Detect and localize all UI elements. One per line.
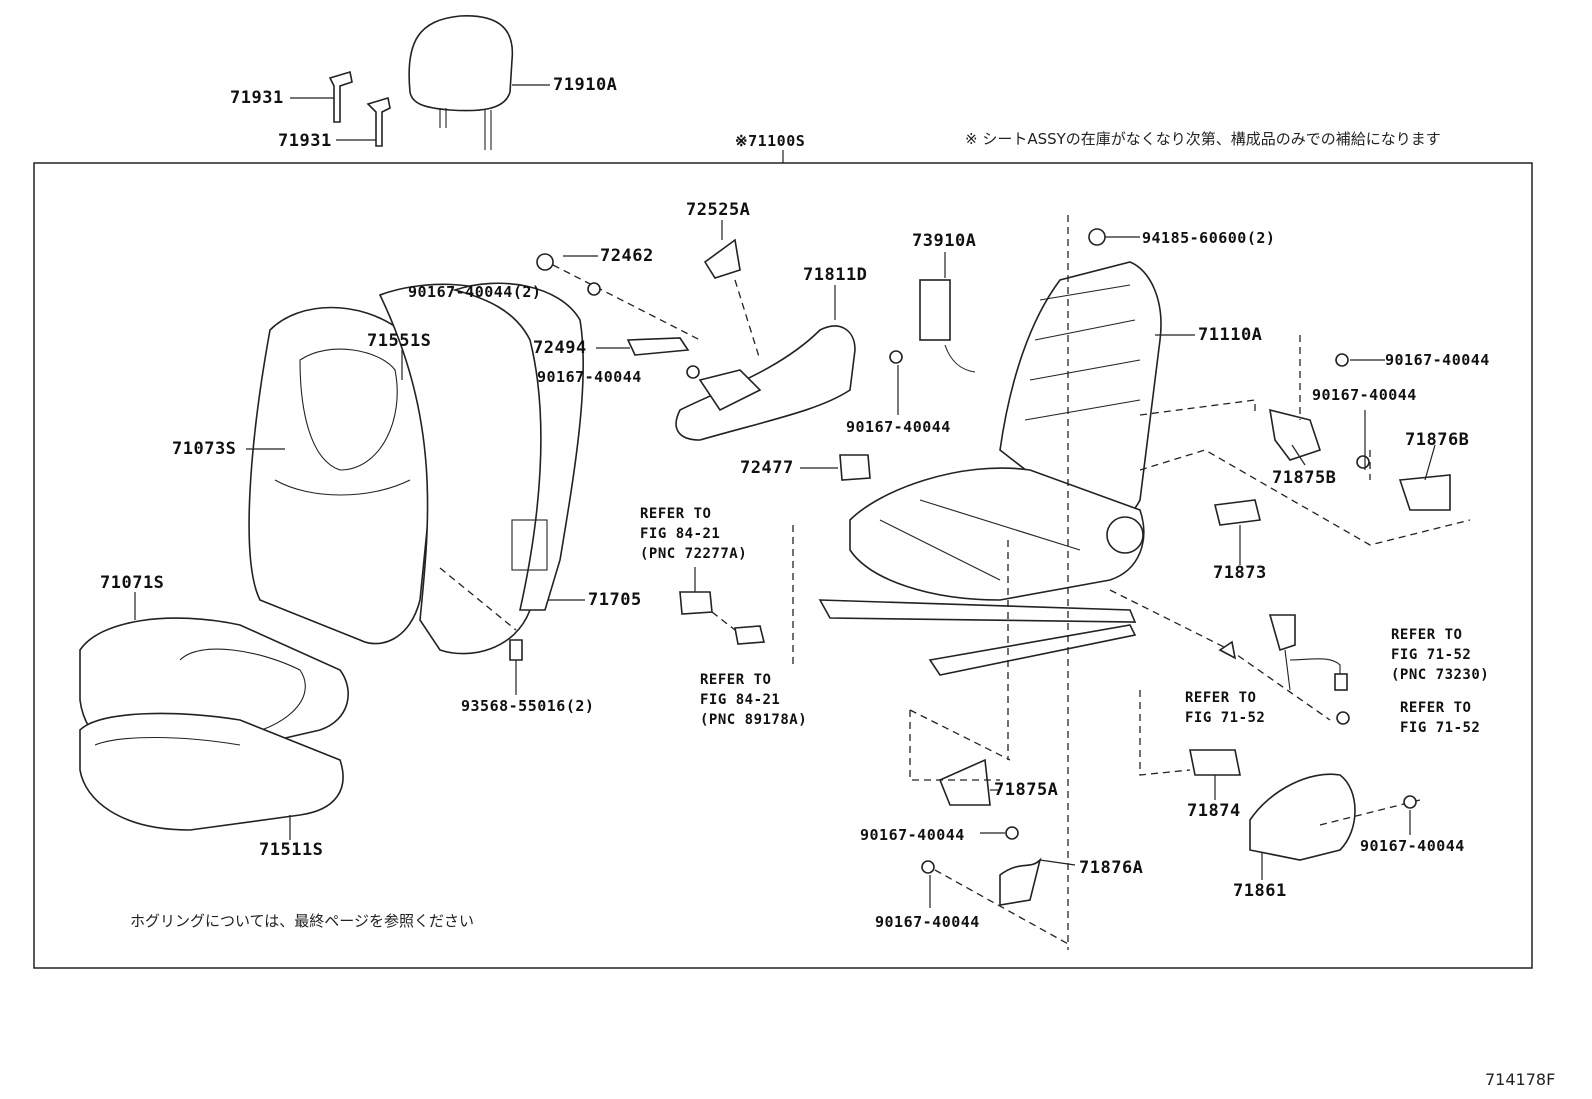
refer-to-note-1[interactable]: REFER TO FIG 84-21 (PNC 72277A)	[640, 506, 748, 562]
part-label-71931-upper[interactable]: 71931	[230, 88, 284, 108]
connector-drawing	[679, 525, 794, 665]
part-label-71910A[interactable]: 71910A	[553, 75, 618, 95]
supply-note: ※ シートASSYの在庫がなくなり次第、構成品のみでの補給になります	[965, 130, 1441, 148]
part-label-90167-40044-e[interactable]: 90167-40044	[860, 826, 965, 844]
part-label-71110A[interactable]: 71110A	[1198, 325, 1263, 345]
seat-belt-buckle-drawing	[1218, 614, 1348, 691]
group-label: ※71100S	[735, 132, 806, 150]
figure-id: 714178F	[1485, 1070, 1556, 1089]
part-label-90167-40044-d[interactable]: 90167-40044	[846, 418, 951, 436]
part-label-90167-40044-a[interactable]: 90167-40044	[1385, 351, 1490, 369]
seat-back-pad-drawing	[378, 282, 585, 655]
headrest-guide-drawing	[290, 70, 391, 147]
part-label-72494[interactable]: 72494	[533, 338, 587, 358]
part-label-90167-40044-b[interactable]: 90167-40044	[537, 368, 642, 386]
part-label-71073S[interactable]: 71073S	[172, 439, 237, 459]
seat-frame-drawing	[818, 215, 1195, 950]
part-label-71874[interactable]: 71874	[1187, 801, 1241, 821]
part-label-71861[interactable]: 71861	[1233, 881, 1287, 901]
part-label-71551S[interactable]: 71551S	[367, 331, 432, 351]
part-label-71705[interactable]: 71705	[588, 590, 642, 610]
bolt-drawings	[587, 282, 1417, 908]
seat-back-cover-drawing	[246, 306, 435, 645]
part-label-90167-40044-c[interactable]: 90167-40044	[1312, 386, 1417, 404]
refer-to-note-3[interactable]: REFER TO FIG 71-52 (PNC 73230)	[1391, 627, 1490, 683]
headrest-drawing	[408, 15, 550, 150]
part-label-94185-60600[interactable]: 94185-60600(2)	[1142, 229, 1276, 247]
part-label-73910A[interactable]: 73910A	[912, 231, 977, 251]
part-label-72525A[interactable]: 72525A	[686, 200, 751, 220]
refer-to-note-4[interactable]: REFER TO FIG 71-52	[1185, 690, 1266, 726]
nut-drawing	[1088, 228, 1140, 246]
hog-ring-note: ホグリングについては、最終ページを参照ください	[130, 912, 474, 930]
part-label-71875A[interactable]: 71875A	[994, 780, 1059, 800]
part-label-72477[interactable]: 72477	[740, 458, 794, 478]
part-label-71811D[interactable]: 71811D	[803, 265, 868, 285]
part-label-71511S[interactable]: 71511S	[259, 840, 324, 860]
part-label-71876A[interactable]: 71876A	[1079, 858, 1144, 878]
part-label-71931-lower[interactable]: 71931	[278, 131, 332, 151]
fastener-drawing	[439, 567, 523, 695]
part-label-72462[interactable]: 72462	[600, 246, 654, 266]
side-shield-drawing	[909, 335, 1471, 946]
part-label-93568-55016[interactable]: 93568-55016(2)	[461, 697, 595, 715]
refer-to-note-2[interactable]: REFER TO FIG 84-21 (PNC 89178A)	[700, 672, 808, 728]
part-label-90167-40044-2[interactable]: 90167-40044(2)	[408, 283, 542, 301]
part-label-71873[interactable]: 71873	[1213, 563, 1267, 583]
part-label-71876B[interactable]: 71876B	[1405, 430, 1470, 450]
part-label-71875B[interactable]: 71875B	[1272, 468, 1337, 488]
part-label-90167-40044-f[interactable]: 90167-40044	[1360, 837, 1465, 855]
part-label-90167-40044-g[interactable]: 90167-40044	[875, 913, 980, 931]
part-label-71071S[interactable]: 71071S	[100, 573, 165, 593]
recliner-cover-drawing	[536, 220, 871, 481]
refer-to-note-5[interactable]: REFER TO FIG 71-52	[1400, 700, 1481, 736]
lumbar-support-drawing	[919, 252, 976, 373]
seat-cushion-pad-drawing	[79, 712, 344, 840]
